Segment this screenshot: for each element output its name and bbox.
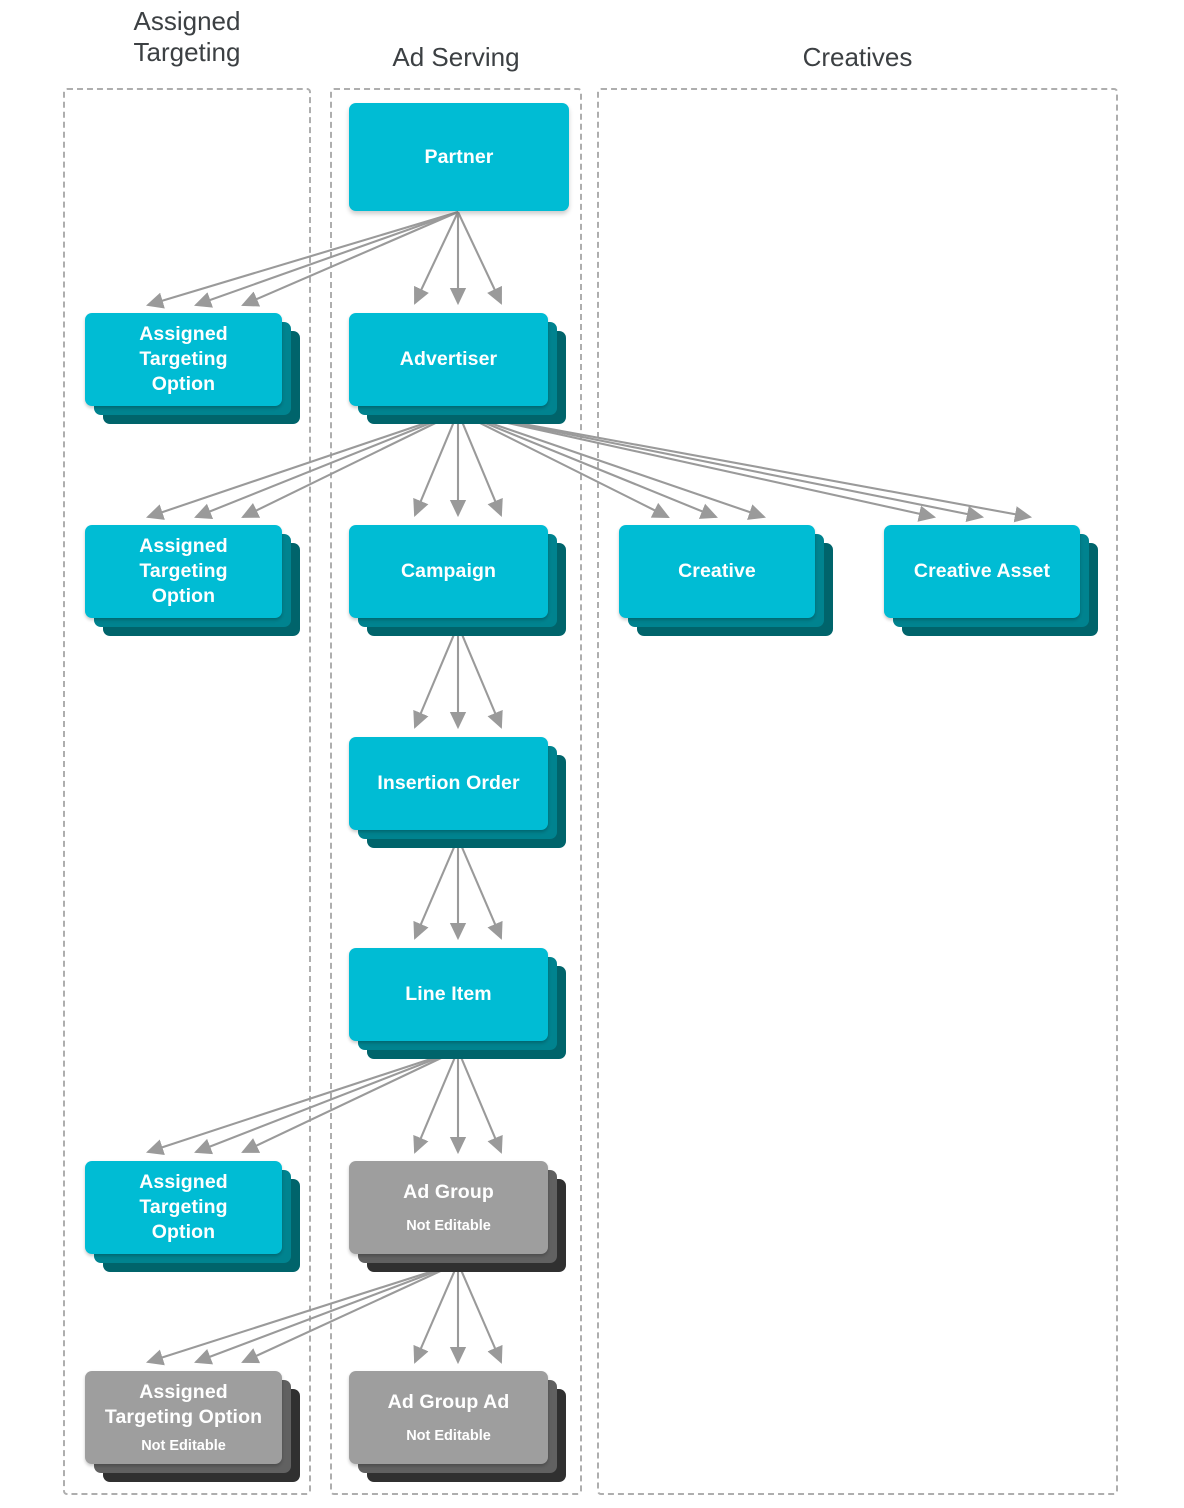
column-header-assigned-targeting: Assigned Targeting	[133, 6, 241, 67]
node-insertion-order[interactable]: Insertion Order	[349, 737, 569, 852]
node-line-item-title: Line Item	[405, 983, 492, 1005]
node-campaign-title: Campaign	[400, 560, 497, 582]
node-creative-title: Creative	[678, 560, 756, 582]
node-assigned-targeting-option-partner-title: Assigned Targeting Option	[139, 323, 228, 395]
column-header-ad-serving: Ad Serving	[392, 42, 520, 72]
node-insertion-order-card[interactable]: Insertion Order	[349, 737, 548, 830]
node-assigned-targeting-option-advertiser-title: Assigned Targeting Option	[139, 535, 228, 607]
node-advertiser[interactable]: Advertiser	[349, 313, 569, 428]
node-assigned-targeting-option-ad-group-editability-label: Not Editable	[141, 1438, 226, 1454]
node-creative-card[interactable]: Creative	[619, 525, 815, 618]
node-ad-group-editability-label: Not Editable	[406, 1218, 491, 1234]
node-assigned-targeting-option-advertiser[interactable]: Assigned Targeting Option	[85, 525, 300, 640]
node-assigned-targeting-option-partner[interactable]: Assigned Targeting Option	[85, 313, 300, 428]
node-assigned-targeting-option-advertiser-card[interactable]: Assigned Targeting Option	[85, 525, 282, 618]
node-partner-card[interactable]: Partner	[349, 103, 569, 211]
node-creative[interactable]: Creative	[619, 525, 834, 640]
node-assigned-targeting-option-ad-group-title: Assigned Targeting Option	[104, 1381, 263, 1428]
node-assigned-targeting-option-line-item-title: Assigned Targeting Option	[139, 1171, 228, 1243]
node-assigned-targeting-option-ad-group[interactable]: Assigned Targeting Option Not Editable	[85, 1371, 300, 1486]
column-header-creatives: Creatives	[802, 42, 913, 72]
node-line-item-card[interactable]: Line Item	[349, 948, 548, 1041]
node-line-item[interactable]: Line Item	[349, 948, 569, 1063]
node-ad-group-card[interactable]: Ad Group Not Editable	[349, 1161, 548, 1254]
column-frame-creatives	[597, 88, 1118, 1495]
node-creative-asset-card[interactable]: Creative Asset	[884, 525, 1080, 618]
node-assigned-targeting-option-line-item-card[interactable]: Assigned Targeting Option	[85, 1161, 282, 1254]
node-ad-group-ad-editability-label: Not Editable	[406, 1428, 491, 1444]
column-frame-ad-serving	[330, 88, 582, 1495]
node-ad-group[interactable]: Ad Group Not Editable	[349, 1161, 569, 1276]
node-campaign-card[interactable]: Campaign	[349, 525, 548, 618]
node-assigned-targeting-option-line-item[interactable]: Assigned Targeting Option	[85, 1161, 300, 1276]
node-advertiser-title: Advertiser	[399, 348, 498, 370]
node-ad-group-ad-card[interactable]: Ad Group Ad Not Editable	[349, 1371, 548, 1464]
node-insertion-order-title: Insertion Order	[377, 772, 520, 794]
node-assigned-targeting-option-partner-card[interactable]: Assigned Targeting Option	[85, 313, 282, 406]
node-ad-group-ad-title: Ad Group Ad	[387, 1391, 510, 1413]
node-ad-group-ad[interactable]: Ad Group Ad Not Editable	[349, 1371, 569, 1486]
node-partner-title: Partner	[424, 145, 494, 168]
node-advertiser-card[interactable]: Advertiser	[349, 313, 548, 406]
node-assigned-targeting-option-ad-group-card[interactable]: Assigned Targeting Option Not Editable	[85, 1371, 282, 1464]
node-creative-asset[interactable]: Creative Asset	[884, 525, 1099, 640]
node-creative-asset-title: Creative Asset	[913, 560, 1051, 582]
node-partner[interactable]: Partner	[349, 103, 569, 213]
node-ad-group-title: Ad Group	[403, 1181, 494, 1203]
node-campaign[interactable]: Campaign	[349, 525, 569, 640]
column-frame-assigned-targeting	[63, 88, 311, 1495]
